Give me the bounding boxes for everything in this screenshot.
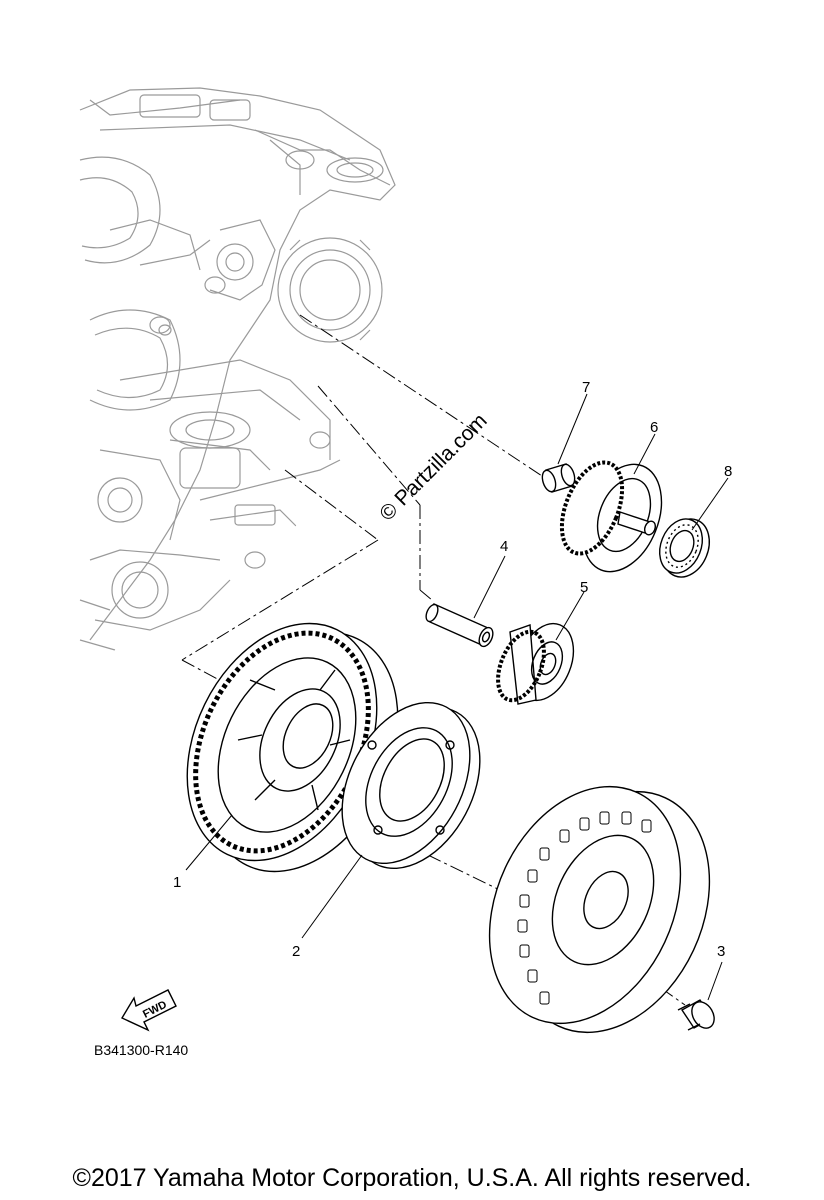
- leader-lines: [185, 393, 729, 1001]
- watermark-text: © Partzilla.com: [375, 409, 491, 525]
- callout-8: 8: [724, 463, 732, 480]
- copyright-notice: ©2017 Yamaha Motor Corporation, U.S.A. A…: [72, 1164, 752, 1192]
- engine-crankcase-illustration: [79, 87, 396, 651]
- fwd-arrow-icon: FWD: [120, 989, 177, 1032]
- part-4-shaft: [425, 603, 494, 648]
- part-7-collar: [541, 463, 576, 493]
- callout-3: 3: [717, 943, 725, 960]
- callout-2: 2: [292, 943, 300, 960]
- callout-7: 7: [582, 379, 590, 396]
- callout-4: 4: [500, 538, 508, 555]
- part-6-gear-assembly: [559, 460, 663, 573]
- diagram-reference-code: B341300-R140: [94, 1042, 189, 1058]
- part-3-bolt: [677, 999, 715, 1031]
- part-2-starter-clutch: [341, 701, 481, 870]
- callout-6: 6: [650, 419, 658, 436]
- rotor-flywheel: [488, 785, 711, 1034]
- part-5-idle-gear: [496, 622, 575, 705]
- callout-5: 5: [580, 579, 588, 596]
- callout-numbers: 1 2 3 4 5 6 7 8: [173, 379, 732, 960]
- part-8-bearing: [658, 518, 710, 578]
- callout-1: 1: [173, 874, 181, 891]
